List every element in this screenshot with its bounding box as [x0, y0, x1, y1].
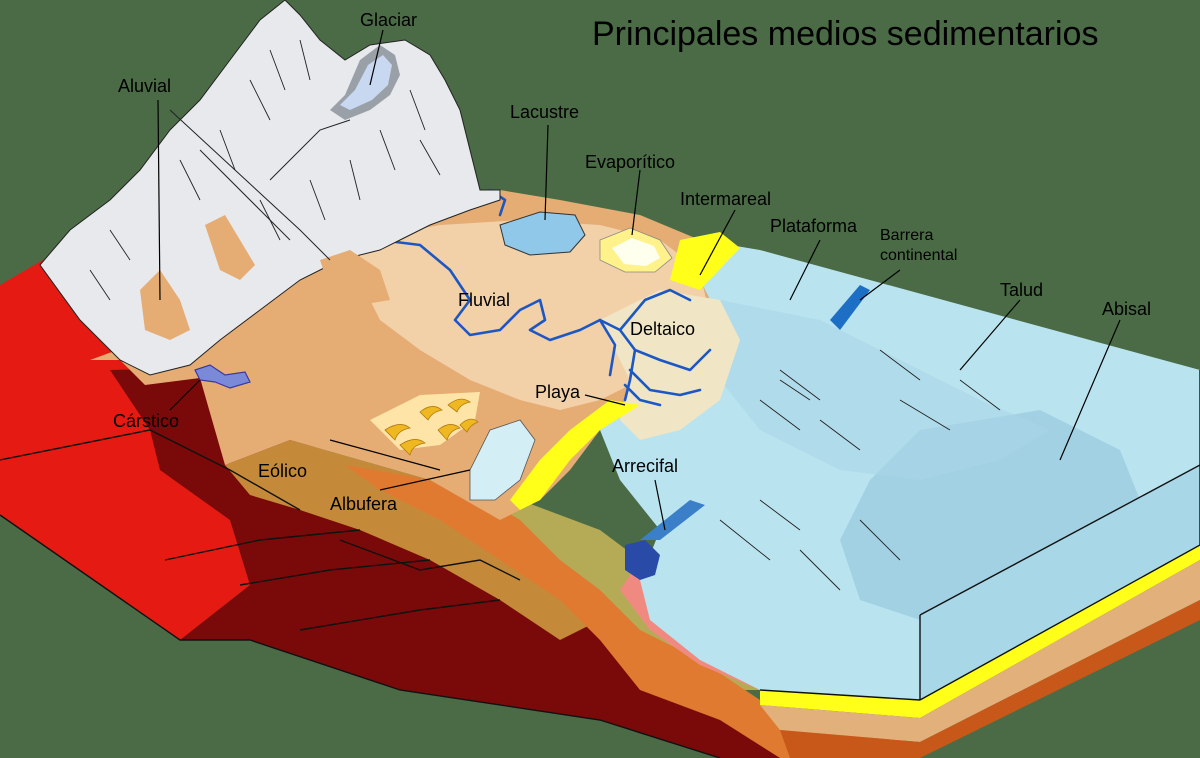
leader-arrecifal [654, 479, 666, 531]
diagram-title: Principales medios sedimentarios [592, 15, 1098, 53]
label-barrera-line2: continental [880, 247, 957, 264]
leader-playa [584, 394, 626, 406]
label-carstico: Cárstico [113, 411, 179, 431]
label-intermareal: Intermareal [680, 189, 771, 209]
leader-plataforma [789, 239, 821, 301]
mountains [39, 0, 501, 376]
reef-core [625, 540, 660, 580]
label-plataforma: Plataforma [770, 216, 858, 236]
label-abisal: Abisal [1102, 299, 1151, 319]
label-glaciar: Glaciar [360, 10, 417, 30]
label-eolico: Eólico [258, 461, 307, 481]
delta-fan [600, 290, 740, 440]
slope-shade [720, 300, 1050, 480]
leader-lacustre [544, 124, 549, 221]
sand-barrier [830, 285, 870, 330]
beach-strip [510, 400, 640, 510]
alluvial-fan-3 [320, 250, 390, 305]
leader-lines [157, 29, 1121, 531]
leader-barrera [859, 269, 901, 301]
leader-eolico [329, 439, 441, 471]
label-lacustre: Lacustre [510, 102, 579, 122]
stratum-yellow [760, 545, 1200, 718]
label-talud: Talud [1000, 280, 1043, 300]
label-albufera: Albufera [330, 494, 398, 514]
label-barrera-line1: Barrera [880, 227, 933, 244]
karst-cave [194, 364, 251, 389]
leader-aluvial [157, 99, 161, 301]
label-playa: Playa [535, 382, 581, 402]
leader-glaciar [369, 29, 384, 86]
leader-intermareal [699, 209, 736, 276]
reef-body [640, 500, 705, 540]
sea-slope-lines [719, 349, 1001, 591]
glacier-ice [340, 55, 392, 110]
alluvial-fan-1 [140, 270, 190, 340]
labels: Glaciar Aluvial Lacustre Evaporítico Int… [113, 10, 1151, 514]
alluvial-fan-2 [205, 215, 255, 280]
leader-abisal [1059, 319, 1121, 461]
lagoon [469, 419, 536, 501]
label-deltaico: Deltaico [630, 319, 695, 339]
label-evaporitico: Evaporítico [585, 152, 675, 172]
mountain-slopes [89, 39, 441, 301]
bedrock-red-face [0, 250, 265, 640]
leader-carstico [169, 379, 201, 411]
sea-right-face [920, 465, 1200, 700]
sediment-orange-band [345, 465, 920, 758]
leader-evaporitico [631, 169, 641, 236]
stratum-tan [760, 560, 1200, 742]
evaporite-core [612, 238, 660, 266]
label-fluvial: Fluvial [458, 290, 510, 310]
leader-talud [959, 299, 1021, 371]
label-arrecifal: Arrecifal [612, 456, 678, 476]
label-aluvial: Aluvial [118, 76, 171, 96]
sediment-tan-band [225, 440, 600, 640]
stratum-dark-orange [780, 600, 1200, 758]
tidal-flat [670, 232, 740, 290]
sea-block [600, 240, 1200, 701]
dunes [384, 398, 479, 456]
leader-albufera [379, 469, 471, 491]
